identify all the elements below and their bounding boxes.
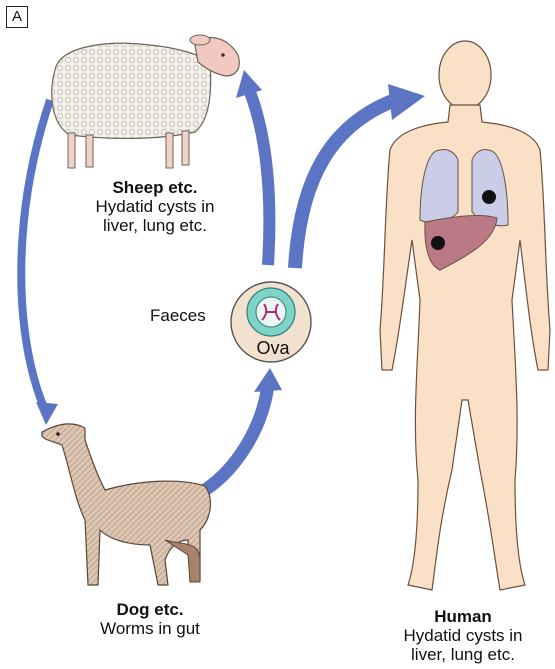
faeces-label: Faeces <box>150 306 206 326</box>
sheep-illustration <box>52 35 240 168</box>
sheep-caption: Sheep etc. Hydatid cysts in liver, lung … <box>55 178 255 235</box>
sheep-line-1: Hydatid cysts in <box>55 197 255 216</box>
arrow-sheep-to-dog <box>21 100 58 425</box>
arrow-ova-to-sheep <box>236 70 269 265</box>
dog-caption: Dog etc. Worms in gut <box>60 600 240 638</box>
dog-title: Dog etc. <box>60 600 240 619</box>
sheep-title: Sheep etc. <box>55 178 255 197</box>
human-illustration <box>380 41 550 590</box>
dog-illustration <box>42 424 211 585</box>
human-caption: Human Hydatid cysts in liver, lung etc. <box>378 607 548 664</box>
human-title: Human <box>378 607 548 626</box>
arrow-dog-to-ova <box>205 368 282 490</box>
dog-line-1: Worms in gut <box>60 619 240 638</box>
ova-label: Ova <box>243 338 303 359</box>
panel-letter: A <box>6 6 28 28</box>
human-line-1: Hydatid cysts in <box>378 626 548 645</box>
sheep-line-2: liver, lung etc. <box>55 216 255 235</box>
human-line-2: liver, lung etc. <box>378 645 548 664</box>
